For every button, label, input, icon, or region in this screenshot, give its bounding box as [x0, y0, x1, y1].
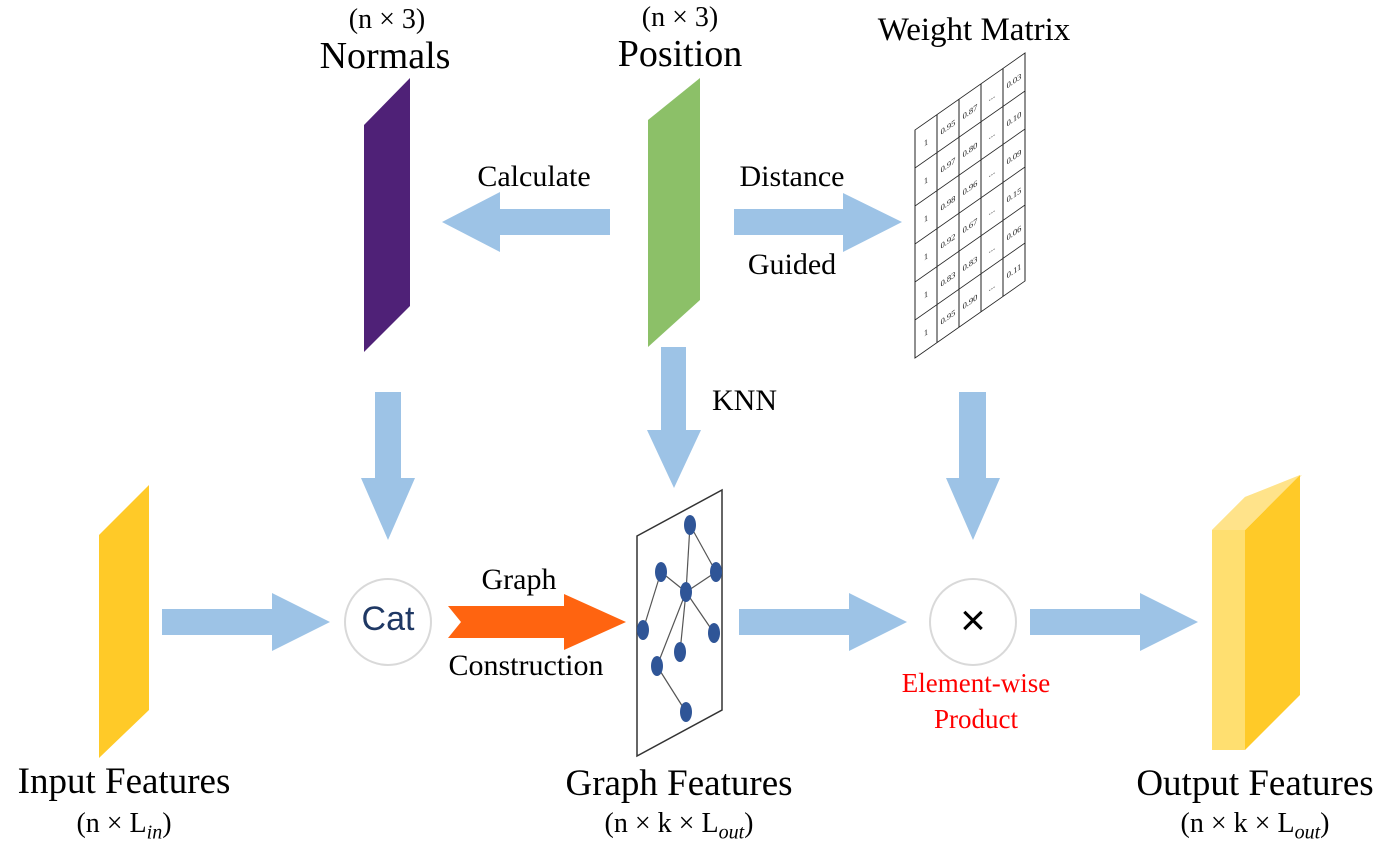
- graph-features-title: Graph Features: [565, 763, 793, 804]
- weight-matrix-cell: ...: [989, 129, 995, 142]
- product-to-output-arrow: [1030, 593, 1198, 651]
- graph-construction-arrow: [448, 594, 626, 650]
- graph-node: [680, 582, 692, 602]
- weight-matrix-cell: ...: [989, 91, 995, 104]
- normals-block: [364, 78, 410, 352]
- position-block: [648, 78, 700, 347]
- product-operator: [929, 578, 1017, 666]
- multiply-icon: ×: [960, 596, 986, 645]
- output-features-block: [1212, 475, 1302, 750]
- graph-features-panel: [636, 488, 723, 758]
- calculate-label: Calculate: [477, 160, 591, 193]
- product-label-line1: Element-wise: [901, 668, 1051, 698]
- graph-node: [684, 515, 696, 535]
- cat-operator: [344, 578, 432, 666]
- weight-matrix-cell: ...: [989, 205, 995, 218]
- graph-node: [680, 702, 692, 722]
- knn-down-arrow: [647, 347, 701, 488]
- weight-matrix-cell: 1: [924, 251, 928, 263]
- distance-guided-arrow: [734, 193, 902, 252]
- weight-matrix-row-line: [915, 90, 1025, 169]
- input-to-cat-arrow: [162, 593, 330, 651]
- product-label-line2: Product: [934, 704, 1018, 734]
- weight-matrix-cell: 1: [924, 175, 928, 187]
- graph-node: [651, 656, 663, 676]
- normals-dims: (n × 3): [348, 4, 426, 35]
- output-features-title: Output Features: [1136, 763, 1374, 804]
- position-title: Position: [617, 33, 743, 75]
- graph-node: [710, 562, 722, 582]
- output-features-dims: (n × k × Lout): [1180, 808, 1330, 844]
- weight-matrix-cell: ...: [989, 281, 995, 294]
- input-features-dims: (n × Lin): [76, 808, 172, 844]
- guided-label: Guided: [747, 248, 837, 281]
- graph-node: [637, 620, 649, 640]
- knn-label: KNN: [712, 384, 777, 417]
- graph-node: [655, 562, 667, 582]
- graph-node: [708, 623, 720, 643]
- graph-features-dims: (n × k × Lout): [604, 808, 754, 844]
- graph-edges: [642, 524, 717, 713]
- distance-label: Distance: [739, 160, 845, 193]
- weight-matrix-row-line: [915, 166, 1025, 245]
- weight-matrix-row-line: [915, 242, 1025, 321]
- calculate-arrow: [442, 192, 610, 252]
- graph-node: [674, 642, 686, 662]
- normals-title: Normals: [319, 35, 451, 77]
- input-features-block: [99, 485, 149, 758]
- graph-nodes: [637, 515, 722, 722]
- weight-matrix-row-line: [915, 204, 1025, 283]
- weight-matrix-cell: ...: [989, 167, 995, 180]
- position-dims: (n × 3): [641, 2, 719, 33]
- construction-label: Construction: [448, 649, 604, 682]
- weight-matrix-cell: 1: [924, 213, 928, 225]
- weight-matrix: 10.950.87...0.0310.970.80...0.1010.980.9…: [914, 52, 1026, 359]
- input-features-title: Input Features: [17, 761, 231, 802]
- weight-down-arrow: [946, 392, 1000, 540]
- weight-matrix-title: Weight Matrix: [877, 12, 1071, 48]
- weight-matrix-row-line: [915, 128, 1025, 207]
- cat-label: Cat: [361, 600, 415, 638]
- graph-to-product-arrow: [739, 593, 907, 651]
- weight-matrix-cell: ...: [989, 243, 995, 256]
- weight-matrix-cell: 1: [924, 289, 928, 301]
- graph-label: Graph: [481, 563, 557, 596]
- normals-down-arrow: [361, 392, 415, 540]
- weight-matrix-cell: 1: [924, 327, 928, 339]
- weight-matrix-cell: 1: [924, 137, 928, 149]
